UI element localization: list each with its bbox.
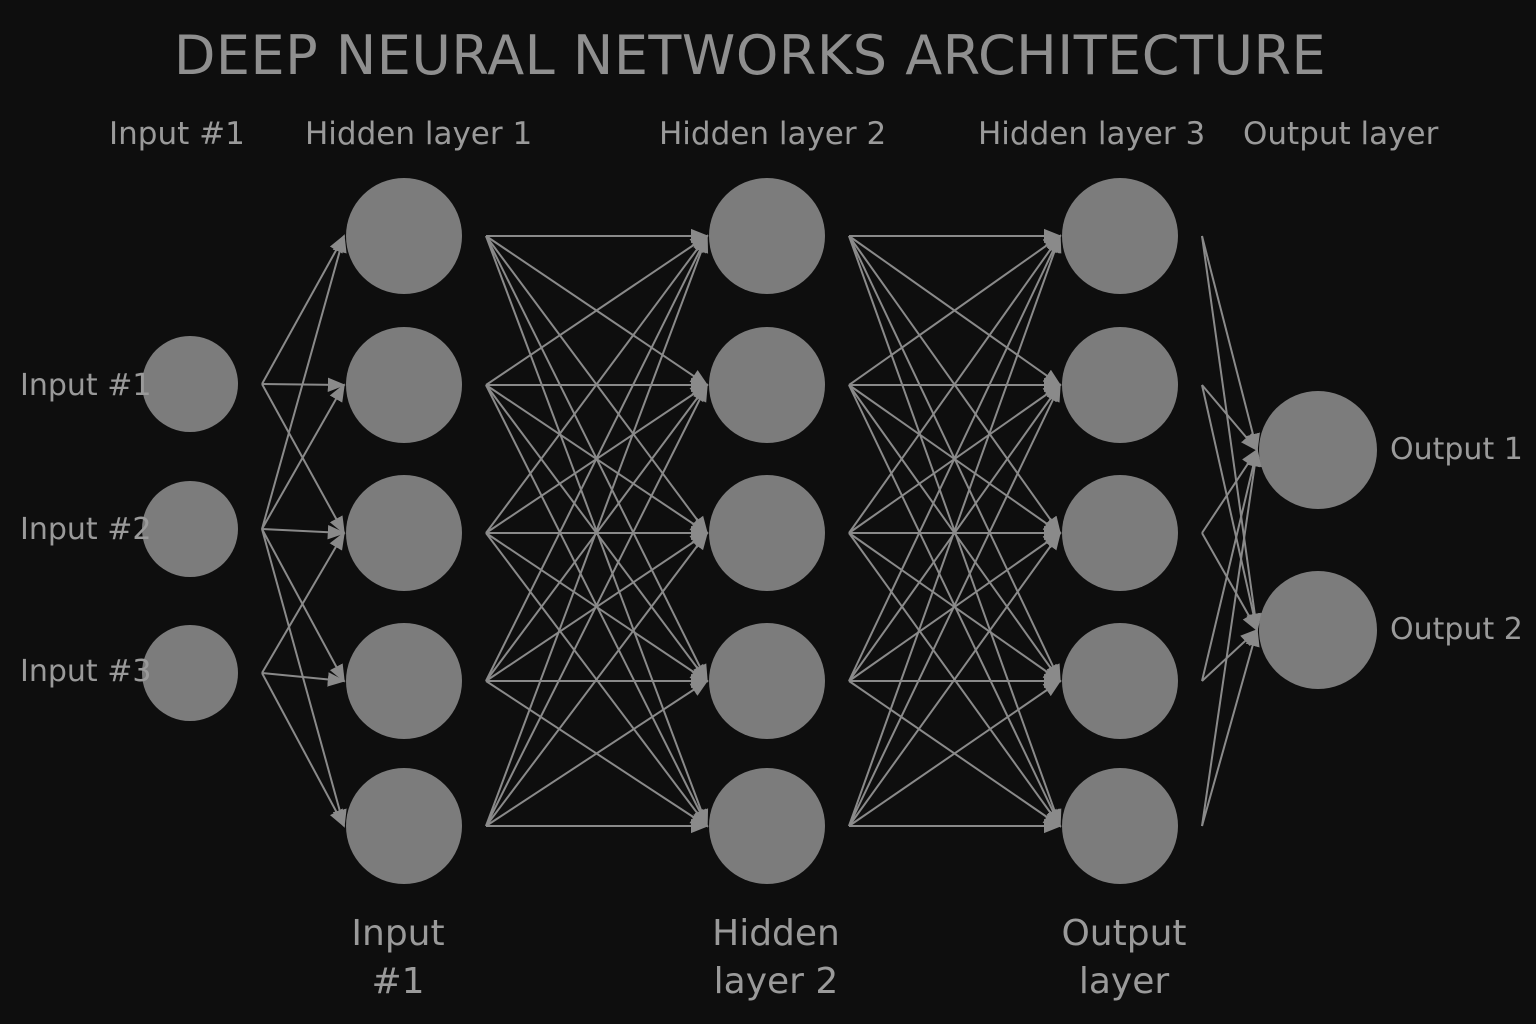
node-layer3-2 — [709, 327, 825, 443]
node-layer4-4 — [1062, 623, 1178, 739]
header-input: Input #1 — [109, 116, 245, 152]
input-label-1: Input #1 — [20, 368, 152, 403]
node-layer4-1 — [1062, 178, 1178, 294]
connection-l4-n5-to-l5-n1 — [1201, 448, 1262, 827]
connection-l4-n2-to-l5-n2 — [1201, 384, 1261, 632]
node-layer5-1 — [1259, 391, 1377, 509]
node-layer2-5 — [346, 768, 462, 884]
node-layer3-1 — [709, 178, 825, 294]
connections-group — [261, 228, 1262, 834]
connection-l2-n5-to-l3-n3 — [485, 531, 709, 827]
input-label-2: Input #2 — [20, 512, 152, 547]
connection-l4-n3-to-l5-n1 — [1201, 448, 1258, 534]
connection-l1-n2-to-l2-n4 — [261, 528, 345, 683]
connection-l3-n5-to-l4-n2 — [848, 383, 1061, 827]
node-layer3-3 — [709, 475, 825, 591]
connection-l2-n5-to-l3-n4 — [485, 680, 709, 827]
connection-l4-n2-to-l5-n1 — [1201, 384, 1259, 452]
header-hidden-layer-2: Hidden layer 2 — [659, 116, 887, 152]
connection-l3-n3-to-l4-n1 — [848, 234, 1062, 534]
node-layer2-2 — [346, 327, 462, 443]
input-label-3: Input #3 — [20, 654, 152, 689]
connection-l4-n5-to-l5-n2 — [1201, 628, 1260, 827]
node-layer4-5 — [1062, 768, 1178, 884]
bottom-label-input-line2: #1 — [371, 961, 425, 1002]
node-layer3-5 — [709, 768, 825, 884]
connection-l2-n2-to-l3-n1 — [485, 234, 709, 386]
nodes-group — [142, 178, 1377, 884]
bottom-label-input-line1: Input — [351, 913, 445, 954]
connection-l2-n5-to-l3-n2 — [485, 383, 708, 827]
node-layer1-3 — [142, 625, 238, 721]
connection-l1-n3-to-l2-n4 — [261, 672, 346, 687]
connection-l1-n3-to-l2-n5 — [261, 672, 345, 828]
page-title: DEEP NEURAL NETWORKS ARCHITECTURE — [173, 24, 1327, 87]
connection-l4-n1-to-l5-n1 — [1201, 235, 1260, 452]
connection-l3-n4-to-l4-n1 — [848, 234, 1061, 682]
node-layer4-2 — [1062, 327, 1178, 443]
node-layer2-3 — [346, 475, 462, 591]
connection-l1-n1-to-l2-n1 — [261, 234, 345, 385]
connection-l4-n1-to-l5-n2 — [1201, 235, 1262, 632]
connection-l3-n5-to-l4-n4 — [848, 679, 1062, 827]
connection-l2-n4-to-l3-n1 — [485, 234, 708, 682]
node-layer5-2 — [1259, 571, 1377, 689]
connection-l1-n3-to-l2-n3 — [261, 531, 345, 674]
connection-l2-n3-to-l3-n1 — [485, 234, 709, 534]
bottom-label-hidden-line2: layer 2 — [713, 961, 839, 1002]
output-label-1: Output 1 — [1390, 432, 1523, 467]
bottom-label-hidden: Hidden layer 2 — [686, 910, 866, 1006]
bottom-label-hidden-line1: Hidden — [712, 913, 840, 954]
header-output-layer: Output layer — [1243, 116, 1439, 152]
bottom-label-input: Input #1 — [318, 910, 478, 1006]
bottom-label-output-line2: layer — [1078, 961, 1170, 1002]
output-label-2: Output 2 — [1390, 612, 1523, 647]
connection-l1-n2-to-l2-n2 — [261, 383, 345, 530]
connection-l3-n5-to-l4-n3 — [848, 531, 1062, 827]
node-layer1-2 — [142, 481, 238, 577]
header-hidden-layer-3: Hidden layer 3 — [978, 116, 1206, 152]
node-layer2-4 — [346, 623, 462, 739]
connection-l3-n2-to-l4-n1 — [848, 234, 1062, 386]
header-hidden-layer-1: Hidden layer 1 — [305, 116, 533, 152]
connection-l4-n3-to-l5-n2 — [1201, 532, 1258, 632]
connection-l2-n5-to-l3-n1 — [485, 234, 709, 827]
node-layer3-4 — [709, 623, 825, 739]
bottom-label-output-line1: Output — [1061, 913, 1187, 954]
connection-l3-n5-to-l4-n1 — [848, 234, 1062, 827]
node-layer1-1 — [142, 336, 238, 432]
connection-l1-n2-to-l2-n3 — [261, 525, 346, 540]
node-layer2-1 — [346, 178, 462, 294]
bottom-label-output: Output layer — [1034, 910, 1214, 1006]
connection-l4-n4-to-l5-n1 — [1201, 448, 1261, 682]
connection-l1-n2-to-l2-n1 — [261, 234, 347, 530]
node-layer4-3 — [1062, 475, 1178, 591]
